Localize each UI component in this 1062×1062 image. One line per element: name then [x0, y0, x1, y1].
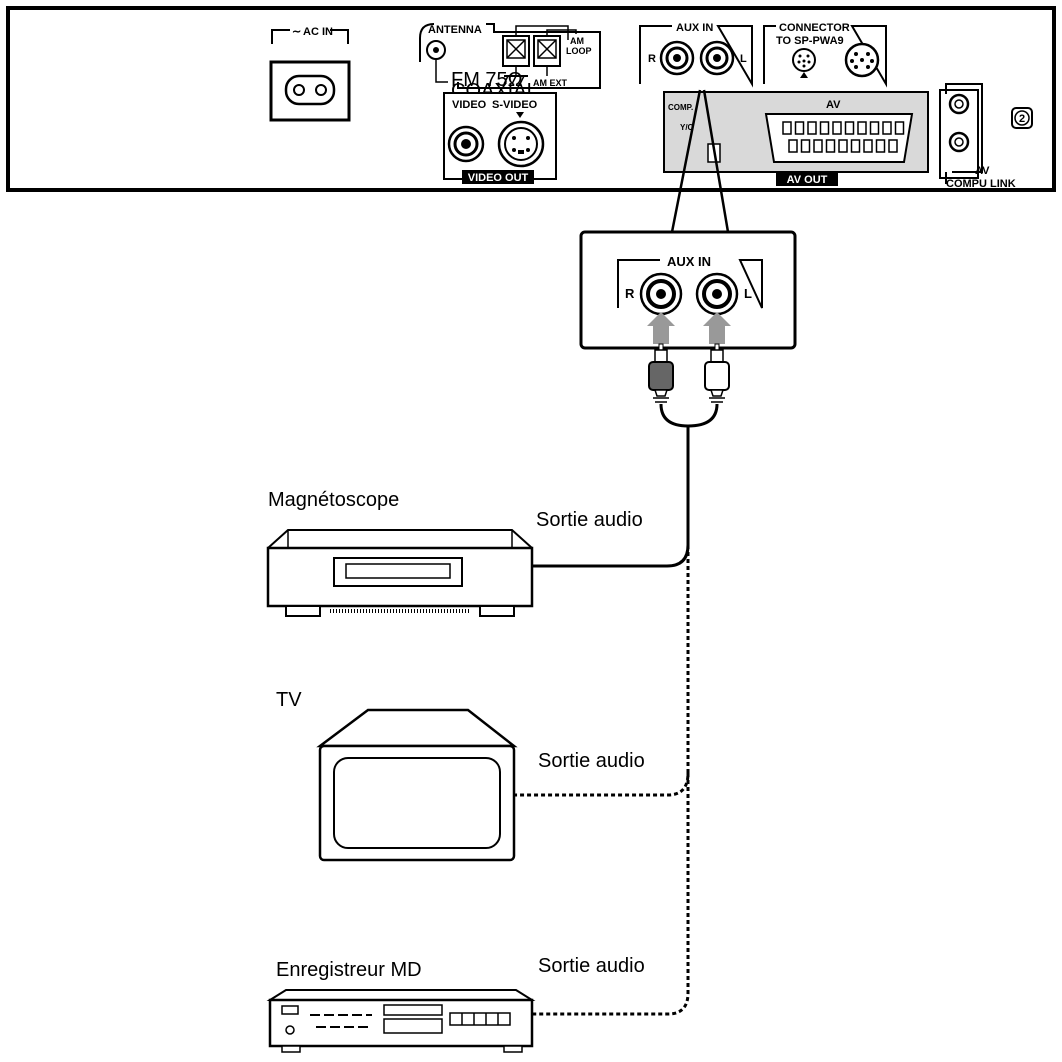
compu-link-jacks: AV COMPU LINK	[939, 83, 1016, 190]
dotted-alternate-links	[514, 545, 690, 1016]
scart-pin	[788, 139, 798, 153]
vcr-device: Magnétoscope Sortie audio	[266, 489, 643, 617]
speaker-connector: CONNECTOR TO SP-PWA9	[763, 22, 887, 88]
scart-pin	[844, 121, 855, 135]
scart-pin	[807, 121, 817, 135]
white-plug	[704, 361, 730, 391]
scart-pin	[875, 139, 886, 153]
loop-label: LOOP	[566, 46, 592, 56]
md-label: Enregistreur MD	[276, 959, 422, 981]
s-video-label: S-VIDEO	[492, 99, 538, 111]
scart-pin	[782, 121, 792, 135]
tv-output-label: Sortie audio	[538, 750, 645, 772]
video-label: VIDEO	[452, 99, 487, 111]
fm-75-label: FM 75Ω	[451, 69, 523, 91]
scart-pins	[782, 121, 905, 153]
scart-pin	[825, 139, 836, 153]
scart-pin	[888, 139, 898, 153]
ac-in-tilde: ∼	[292, 26, 301, 38]
comp-label: COMP.	[668, 103, 693, 112]
vcr-output-label: Sortie audio	[536, 509, 643, 531]
aux-in-jacks: AUX IN R L	[639, 22, 753, 88]
tv-device: TV Sortie audio	[276, 689, 645, 862]
scart-pin	[850, 139, 861, 153]
scart-pin	[857, 121, 867, 135]
vcr-label: Magnétoscope	[268, 489, 399, 511]
ground-icon	[503, 66, 528, 85]
connector-label: CONNECTOR	[779, 22, 850, 34]
badge-number: 2	[1019, 113, 1025, 125]
scart-pin	[863, 139, 873, 153]
compu-av-label: AV	[975, 165, 990, 177]
aux-r-label: R	[648, 53, 656, 65]
aux-l-label: L	[740, 53, 747, 65]
am-label: AM	[570, 36, 584, 46]
video-out-group: VIDEO S-VIDEO VIDEO OUT	[443, 92, 557, 184]
aux-in-label: AUX IN	[676, 22, 713, 34]
arrow-up-icon	[647, 312, 675, 344]
scart-pin	[832, 121, 842, 135]
scart-pin	[869, 121, 880, 135]
av-out-label: AV OUT	[787, 174, 828, 186]
am-ext-label: AM EXT	[533, 78, 568, 88]
tv-label: TV	[276, 689, 302, 711]
av-label: AV	[826, 99, 841, 111]
scart-pin	[794, 121, 805, 135]
video-out-label: VIDEO OUT	[468, 172, 529, 184]
red-plug	[648, 361, 674, 391]
ac-in-socket: ∼ AC IN	[269, 26, 351, 122]
aux-in-zoom-callout: AUX IN R L	[579, 89, 797, 350]
scart-pin	[882, 121, 892, 135]
rear-panel: ∼ AC IN ANTENNA FM 75Ω COAXIAL AM LO	[6, 6, 1056, 192]
sp-pwa9-label: TO SP-PWA9	[776, 35, 844, 47]
scart-pin	[800, 139, 811, 153]
zoom-aux-in-label: AUX IN	[667, 254, 711, 269]
rca-cable	[532, 343, 730, 568]
number-badge: 2	[1011, 107, 1033, 129]
antenna-label: ANTENNA	[428, 24, 482, 36]
arrow-up-icon	[703, 312, 731, 344]
compu-link-label: COMPU LINK	[946, 178, 1016, 190]
scart-pin	[813, 139, 823, 153]
scart-pin	[838, 139, 848, 153]
scart-pin	[894, 121, 905, 135]
yc-label: Y/C	[680, 123, 694, 132]
av-out-group: COMP. Y/C AV AV OUT	[663, 91, 929, 186]
zoom-r-label: R	[625, 286, 635, 301]
scart-pin	[819, 121, 830, 135]
md-output-label: Sortie audio	[538, 955, 645, 977]
md-recorder-device: Enregistreur MD Sortie audio	[266, 955, 645, 1053]
antenna-terminals: ANTENNA FM 75Ω COAXIAL AM LOOP	[419, 23, 601, 102]
zoom-l-label: L	[744, 286, 752, 301]
ac-in-label: AC IN	[303, 26, 333, 38]
